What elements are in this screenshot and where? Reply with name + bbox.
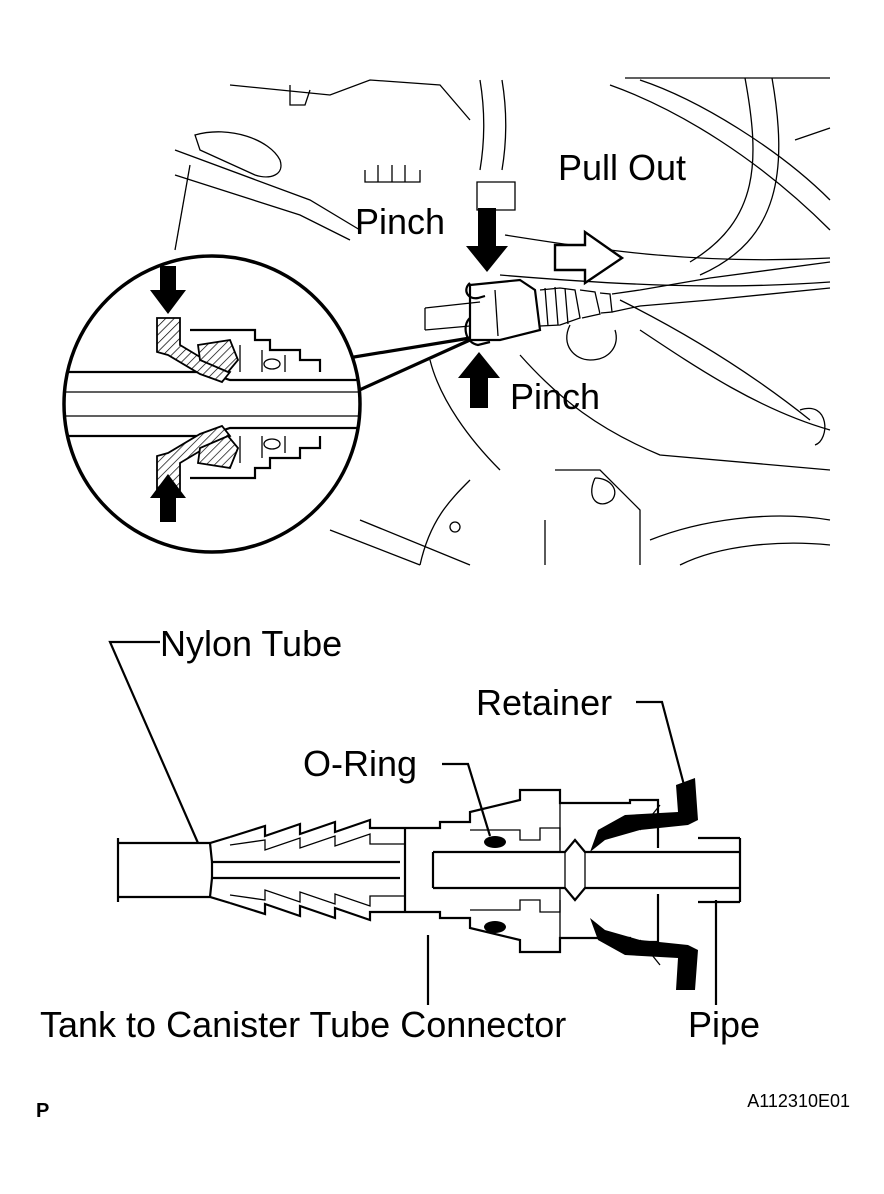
pull-out-label: Pull Out [558, 147, 686, 188]
figure-code: A112310E01 [747, 1091, 850, 1111]
leader-lines [108, 640, 718, 1005]
pinch-label-upper: Pinch [355, 201, 445, 242]
o-ring-upper [484, 836, 506, 848]
corner-letter: P [36, 1100, 49, 1122]
pull-out-arrow-icon [553, 229, 625, 286]
pipe-label: Pipe [688, 1004, 760, 1045]
inner-pinch-down-arrow-icon [150, 266, 186, 314]
retainer-upper [590, 778, 698, 852]
pinch-arrow-up-icon [458, 352, 500, 408]
o-ring-lower [484, 921, 506, 933]
connector-top [464, 261, 831, 347]
tube-connector-label: Tank to Canister Tube Connector [40, 1004, 566, 1045]
nylon-tube-label: Nylon Tube [160, 623, 342, 664]
o-ring-label: O-Ring [303, 743, 417, 784]
retainer-lower [590, 918, 698, 990]
cross-section [116, 778, 742, 990]
vehicle-background [174, 77, 831, 566]
pinch-label-lower: Pinch [510, 376, 600, 417]
magnified-detail [62, 254, 362, 554]
pinch-arrow-down-icon [466, 208, 508, 272]
retainer-label: Retainer [476, 682, 612, 723]
vapor-tube-top [424, 301, 481, 331]
inner-pinch-up-arrow-icon [150, 474, 186, 522]
